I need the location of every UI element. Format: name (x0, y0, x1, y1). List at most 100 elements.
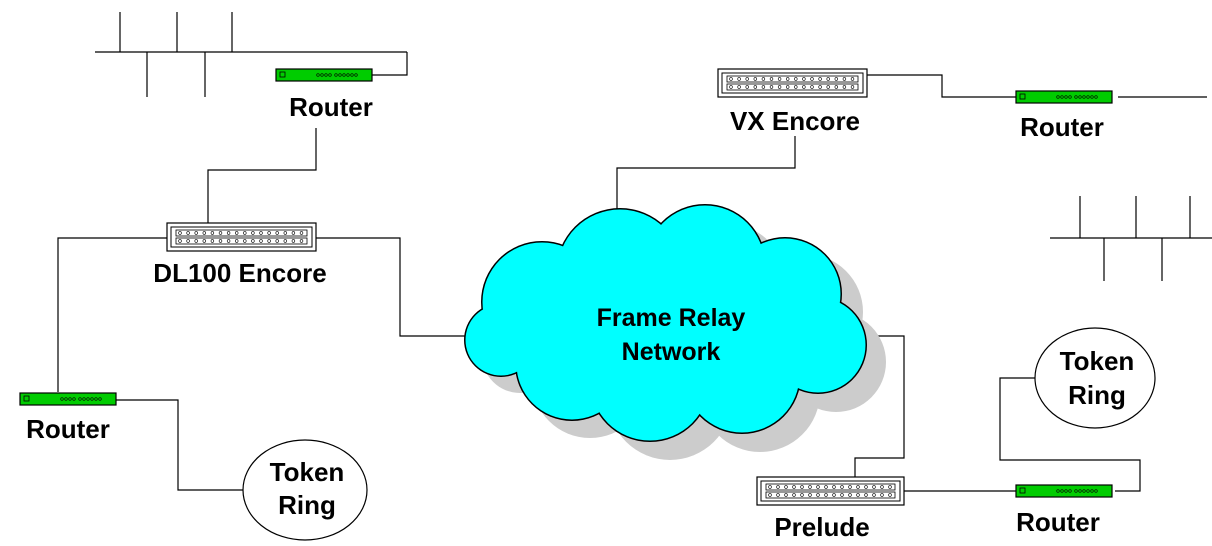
port-hole (737, 77, 741, 81)
prelude-label: Prelude (774, 512, 869, 542)
port-hole (872, 485, 876, 489)
port-hole (792, 485, 796, 489)
port-hole (186, 231, 190, 235)
port-hole (824, 485, 828, 489)
port-hole (840, 485, 844, 489)
port-hole (259, 231, 263, 235)
port-hole (218, 239, 223, 243)
port-hole (800, 493, 804, 497)
port-hole (299, 239, 304, 243)
port-hole (291, 239, 296, 243)
port-hole (850, 85, 855, 89)
port-hole (251, 231, 255, 235)
port-hole (800, 485, 804, 489)
patch-panel-icon (166, 222, 317, 252)
port-hole (251, 239, 255, 243)
vx-encore-label: VX Encore (730, 106, 860, 136)
link-vx-router (866, 74, 1016, 98)
port-hole (202, 231, 207, 235)
port-hole (753, 77, 757, 81)
link-dl100-cloud (316, 237, 486, 337)
port-hole (776, 485, 780, 489)
port-hole (768, 493, 772, 497)
port-hole (840, 493, 844, 497)
router-icon (19, 392, 117, 406)
port-hole (856, 493, 860, 497)
port-hole (226, 239, 231, 243)
port-hole (275, 239, 279, 243)
router-icon (1015, 90, 1113, 104)
port-hole (880, 485, 884, 489)
port-hole (816, 493, 820, 497)
port-hole (832, 485, 836, 489)
router-icon (275, 68, 373, 82)
port-hole (768, 485, 772, 489)
port-hole (826, 85, 830, 89)
port-hole (850, 77, 855, 81)
link-cloud-prelude (854, 335, 905, 477)
port-hole (275, 231, 279, 235)
port-hole (802, 85, 806, 89)
port-hole (794, 77, 798, 81)
port-hole (259, 239, 263, 243)
port-hole (753, 85, 757, 89)
port-hole (808, 485, 812, 489)
port-hole (267, 231, 271, 235)
token-ring-left-line2: Ring (278, 490, 336, 520)
link-router-ring-left (114, 399, 245, 491)
port-hole (210, 231, 215, 235)
link-router-dl100 (207, 128, 317, 224)
token-ring-right-line1: Token (1060, 346, 1135, 376)
router-top-right-label: Router (1020, 112, 1104, 142)
port-hole (856, 485, 860, 489)
link-dl100-router-left (57, 237, 168, 392)
port-hole (194, 231, 198, 235)
port-hole (202, 239, 207, 243)
lan-bus-icon (95, 12, 408, 97)
port-hole (864, 493, 868, 497)
port-hole (818, 85, 822, 89)
port-hole (776, 493, 780, 497)
port-hole (864, 485, 868, 489)
port-hole (283, 231, 287, 235)
port-hole (737, 85, 741, 89)
port-hole (194, 239, 198, 243)
cloud-label-line2: Network (622, 338, 721, 366)
router-icon (1015, 484, 1113, 498)
link-vx-cloud (616, 136, 796, 238)
port-hole (218, 231, 223, 235)
port-hole (834, 85, 838, 89)
port-hole (283, 239, 287, 243)
port-hole (235, 231, 239, 235)
port-hole (745, 77, 749, 81)
port-hole (808, 493, 812, 497)
port-hole (777, 85, 782, 89)
dl100-encore-label: DL100 Encore (153, 258, 326, 288)
port-hole (824, 493, 828, 497)
port-hole (178, 239, 182, 243)
token-ring-icon: Token Ring (242, 439, 368, 541)
port-hole (816, 485, 820, 489)
port-hole (785, 85, 790, 89)
port-hole (299, 231, 304, 235)
port-hole (761, 77, 766, 81)
cloud-label-line1: Frame Relay (597, 304, 746, 332)
token-ring-right-line2: Ring (1068, 380, 1126, 410)
lan-bus-icon (1050, 196, 1212, 281)
port-hole (785, 77, 790, 81)
port-hole (842, 85, 847, 89)
token-ring-left-line1: Token (270, 457, 345, 487)
port-hole (872, 493, 876, 497)
router-top-left-label: Router (289, 92, 373, 122)
port-hole (235, 239, 239, 243)
port-hole (243, 239, 247, 243)
port-hole (794, 85, 798, 89)
port-hole (802, 77, 806, 81)
port-hole (291, 231, 296, 235)
port-hole (186, 239, 190, 243)
port-hole (761, 85, 766, 89)
link-router-ring-right (999, 377, 1141, 492)
port-hole (826, 77, 830, 81)
